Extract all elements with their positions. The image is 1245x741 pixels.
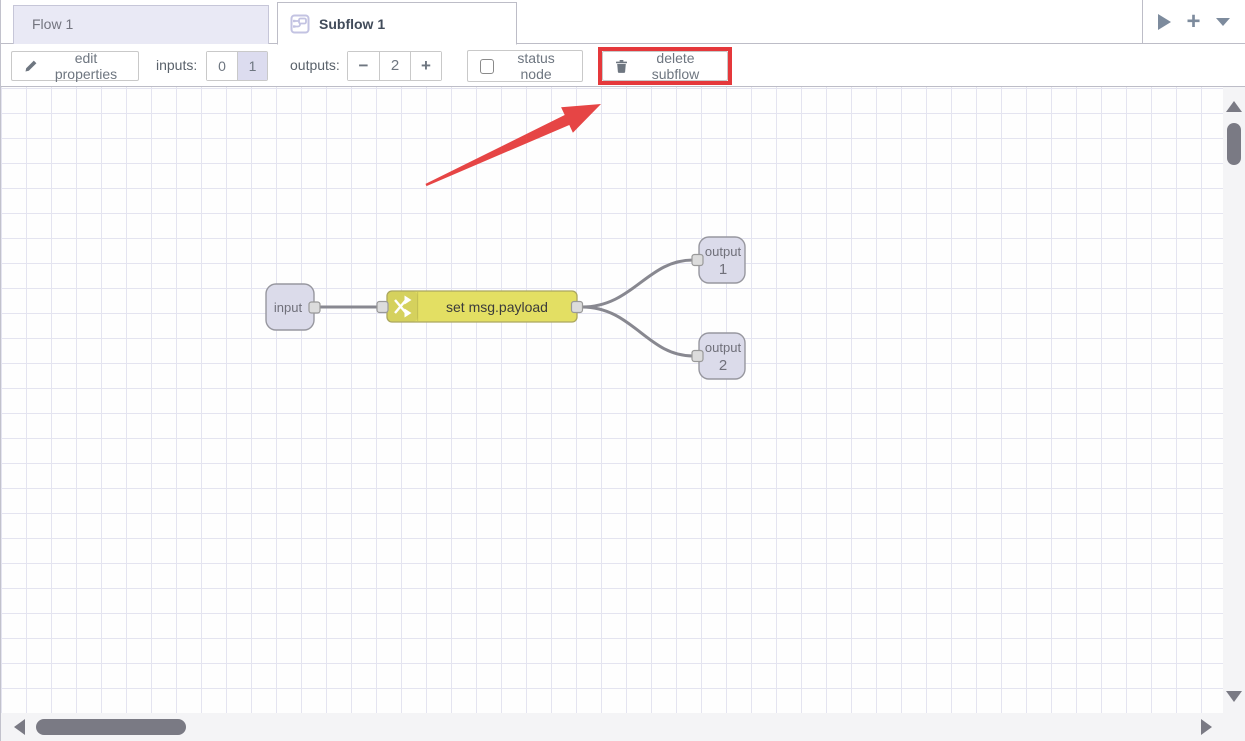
port-change-out[interactable]: [570, 300, 584, 314]
port-input-out[interactable]: [308, 301, 321, 314]
outputs-spinner: − 2 +: [347, 51, 442, 81]
inputs-option-1[interactable]: 1: [237, 52, 267, 80]
inputs-label: inputs:: [156, 57, 198, 73]
tabbar-controls: +: [1142, 0, 1245, 43]
node-output1-label: output: [705, 244, 742, 259]
status-node-button[interactable]: status node: [467, 50, 583, 82]
node-input-label: input: [274, 300, 303, 315]
node-change[interactable]: set msg.payload: [376, 290, 584, 323]
horizontal-scrollbar[interactable]: [1, 713, 1245, 741]
scroll-right-icon[interactable]: [1201, 719, 1212, 735]
scroll-down-icon[interactable]: [1226, 691, 1242, 702]
tab-flow-1-label: Flow 1: [32, 16, 74, 32]
outputs-label: outputs:: [290, 57, 340, 73]
tab-flow-1[interactable]: Flow 1: [13, 5, 269, 44]
node-output2-number: 2: [719, 357, 727, 374]
trash-icon: [615, 59, 628, 73]
port-change-in[interactable]: [376, 300, 389, 314]
horizontal-scroll-thumb[interactable]: [36, 719, 186, 735]
node-output1-number: 1: [719, 261, 727, 278]
vertical-scrollbar[interactable]: [1223, 87, 1245, 713]
shuffle-icon: [394, 295, 412, 318]
tab-subflow-1-label: Subflow 1: [319, 15, 386, 32]
node-change-label: set msg.payload: [446, 299, 548, 315]
node-subflow-output-2[interactable]: output 2: [691, 332, 746, 380]
edit-properties-label: edit properties: [54, 50, 118, 82]
subflow-toolbar: edit properties inputs: 0 1 outputs: − 2…: [1, 44, 1245, 87]
edit-properties-button[interactable]: edit properties: [11, 50, 139, 82]
delete-subflow-label: delete subflow: [651, 50, 700, 82]
status-node-checkbox[interactable]: [480, 58, 495, 74]
node-subflow-output-1[interactable]: output 1: [691, 236, 746, 284]
add-tab-icon[interactable]: +: [1186, 7, 1201, 35]
status-node-label: status node: [517, 50, 555, 82]
wire-change-to-output2[interactable]: [580, 305, 695, 358]
port-output2-in[interactable]: [691, 349, 704, 363]
next-tab-icon[interactable]: [1158, 13, 1172, 30]
tab-subflow-1[interactable]: Subflow 1: [277, 2, 517, 45]
inputs-toggle-group: 0 1: [206, 51, 268, 81]
pencil-icon: [24, 59, 38, 73]
outputs-minus-button[interactable]: −: [348, 52, 379, 80]
tab-menu-icon[interactable]: [1215, 17, 1230, 26]
outputs-value[interactable]: 2: [379, 52, 410, 80]
node-output2-label: output: [705, 340, 742, 355]
delete-subflow-button[interactable]: delete subflow: [602, 50, 728, 82]
vertical-scroll-thumb[interactable]: [1227, 123, 1241, 165]
wire-change-to-output1[interactable]: [580, 258, 695, 309]
wires: [318, 258, 695, 358]
scroll-left-icon[interactable]: [14, 719, 25, 735]
annotation-arrow: [425, 104, 601, 187]
port-output1-in[interactable]: [691, 253, 704, 267]
scroll-up-icon[interactable]: [1226, 101, 1242, 112]
flow-canvas[interactable]: input set msg.payload: [1, 87, 1245, 713]
subflow-icon: [290, 14, 310, 34]
outputs-plus-button[interactable]: +: [410, 52, 441, 80]
inputs-option-0[interactable]: 0: [207, 52, 237, 80]
workspace-tabbar: Flow 1 Subflow 1 +: [1, 0, 1245, 45]
node-subflow-input[interactable]: input: [265, 283, 321, 331]
